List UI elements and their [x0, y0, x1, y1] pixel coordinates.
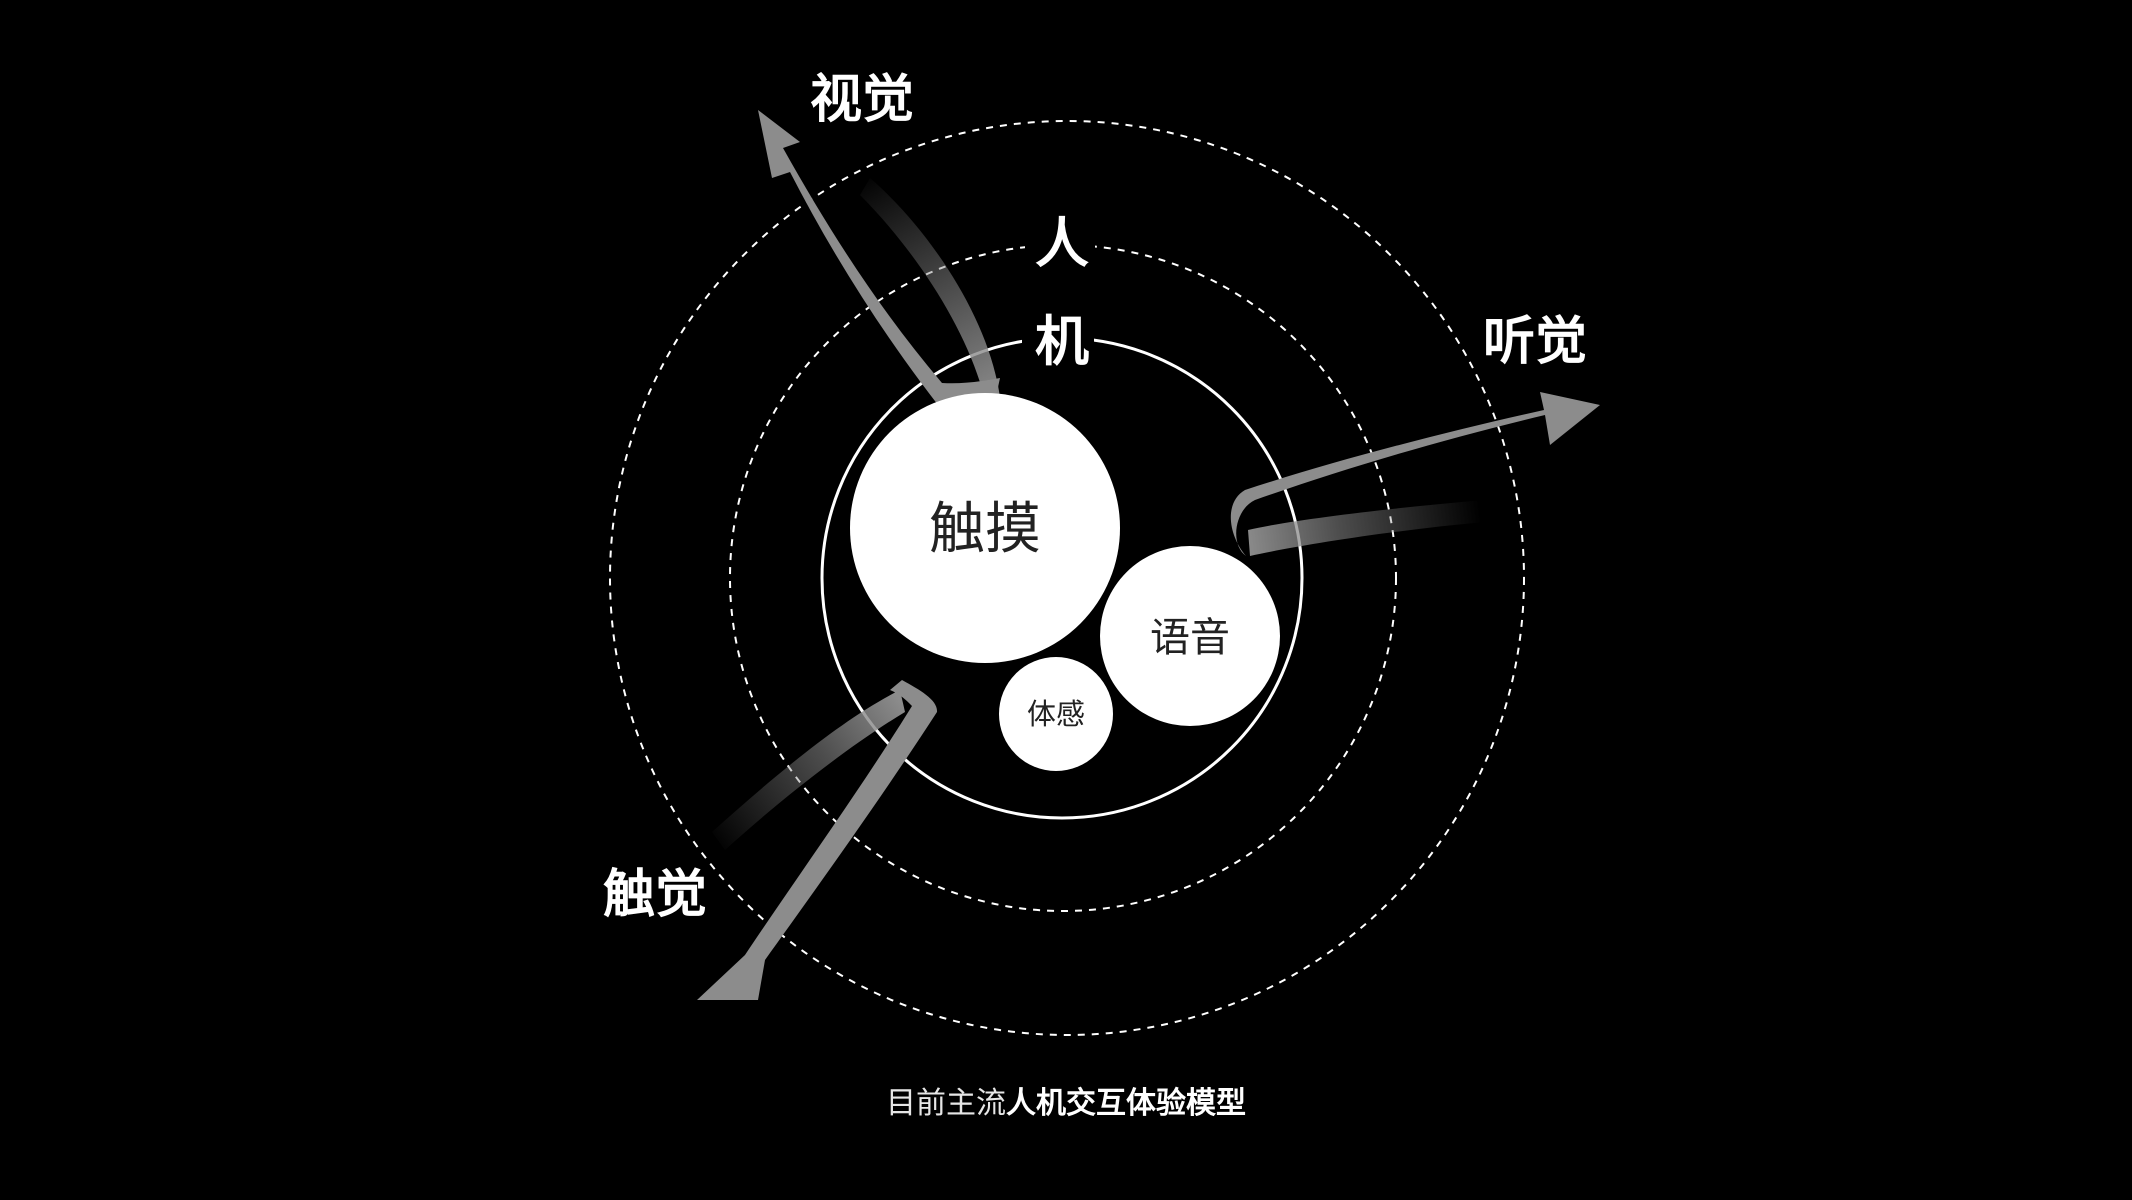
voice-bubble: [1100, 546, 1280, 726]
motion-bubble: [999, 657, 1113, 771]
caption-prefix: 目前主流: [886, 1086, 1006, 1121]
tactile-arrow-tail: [712, 690, 905, 850]
ring-label-mask-inner: [1022, 306, 1094, 374]
diagram-caption: 目前主流人机交互体验模型: [0, 1078, 2132, 1122]
sense-label-vision: 视觉: [810, 70, 914, 130]
tactile-arrow: [697, 680, 938, 1000]
caption-main: 人机交互体验模型: [1006, 1086, 1246, 1121]
vision-arrow: [758, 110, 1000, 406]
hearing-arrow: [1230, 392, 1600, 556]
vision-arrow-tail: [860, 178, 1000, 400]
touch-bubble-label: 触摸: [929, 497, 1041, 562]
ring-label-machine: 机: [1035, 310, 1089, 373]
outer-dashed-ring: [609, 120, 1525, 1036]
ring-label-mask-outer: [1025, 208, 1095, 276]
voice-bubble-label: 语音: [1150, 615, 1230, 661]
motion-bubble-label: 体感: [1027, 697, 1085, 731]
touch-bubble: [850, 393, 1120, 663]
sense-label-hearing: 听觉: [1483, 312, 1587, 372]
sense-label-tactile: 触觉: [603, 865, 707, 925]
ring-label-human: 人: [1035, 212, 1089, 275]
hearing-arrow-tail: [1248, 500, 1485, 556]
